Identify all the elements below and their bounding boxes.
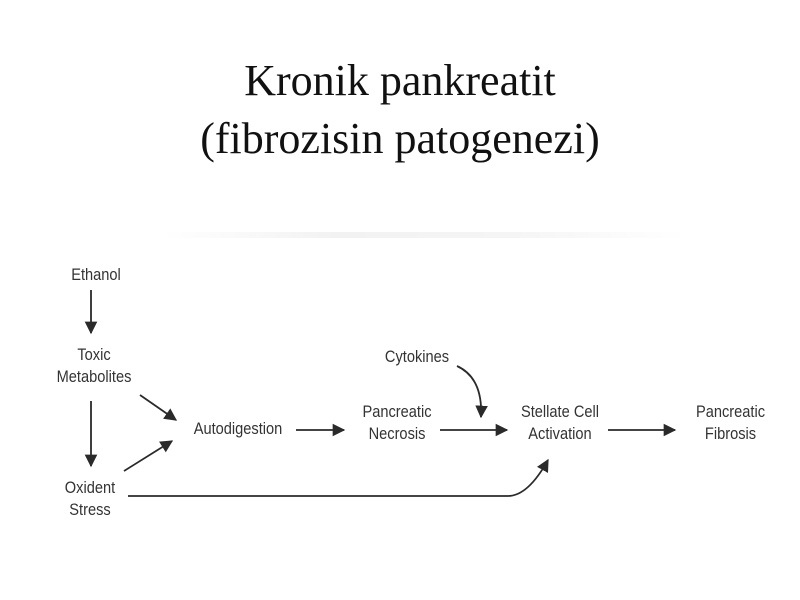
node-stellate-cell-activation: Stellate Cell Activation [508, 401, 611, 445]
node-autodigestion-label: Autodigestion [193, 419, 283, 438]
node-toxic-metabolites: Toxic Metabolites [42, 344, 145, 388]
arrow-oxident-to-autodigestion [123, 440, 174, 472]
node-toxic-label-1: Toxic [77, 345, 111, 364]
node-fibrosis-label-1: Pancreatic [695, 402, 766, 421]
node-pancreatic-fibrosis: Pancreatic Fibrosis [681, 401, 780, 445]
node-cytokines-label: Cytokines [384, 347, 450, 366]
node-stellate-label-1: Stellate Cell [520, 402, 600, 421]
node-oxident-label-1: Oxident [64, 478, 116, 497]
node-fibrosis-label-2: Fibrosis [704, 424, 757, 443]
node-necrosis-label-1: Pancreatic [362, 402, 432, 421]
slide-title: Kronik pankreatit [244, 56, 556, 105]
slide-subtitle: (fibrozisin patogenezi) [200, 114, 600, 163]
node-cytokines: Cytokines [370, 346, 465, 368]
arrow-toxic-to-autodigestion [139, 394, 178, 421]
node-stellate-label-2: Activation [528, 424, 592, 443]
node-oxident-stress: Oxident Stress [47, 477, 133, 521]
node-ethanol: Ethanol [62, 264, 131, 286]
node-ethanol-label: Ethanol [71, 265, 121, 284]
node-oxident-label-2: Stress [69, 500, 111, 519]
scan-artifact [160, 232, 690, 238]
node-necrosis-label-2: Necrosis [368, 424, 426, 443]
arrow-cytokines-to-stellate [456, 365, 488, 419]
node-autodigestion: Autodigestion [186, 418, 289, 440]
node-toxic-label-2: Metabolites [56, 367, 132, 386]
arrow-oxident-to-stellate [128, 458, 549, 497]
node-pancreatic-necrosis: Pancreatic Necrosis [350, 401, 445, 445]
